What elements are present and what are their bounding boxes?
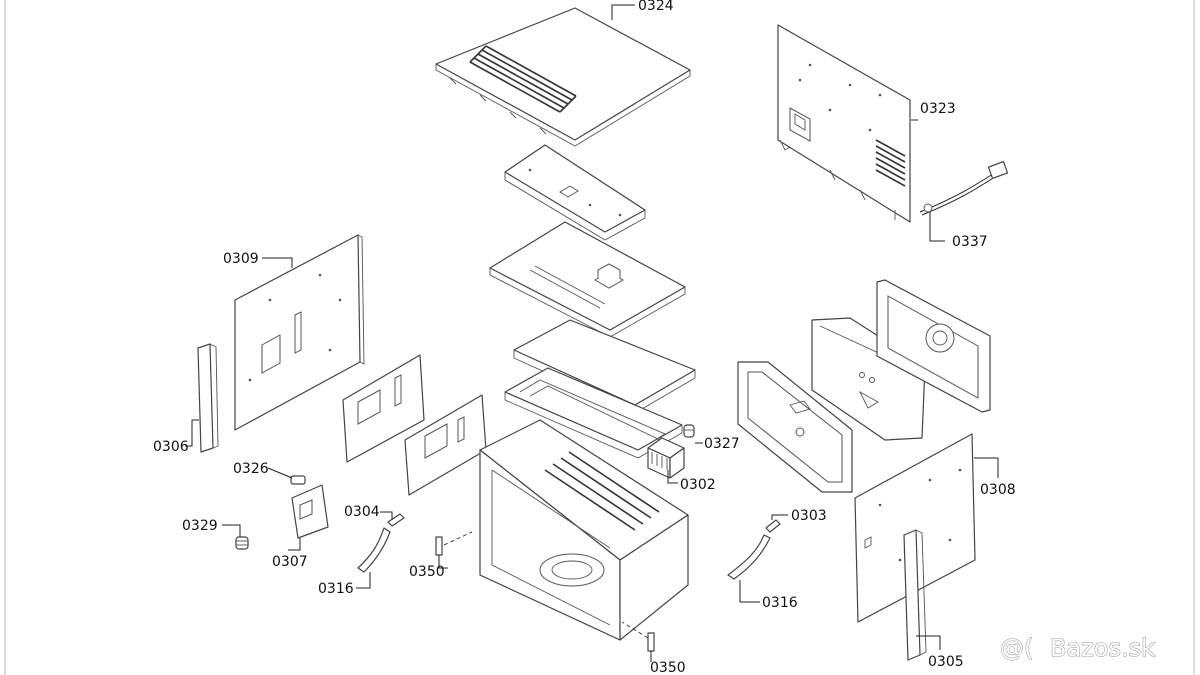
leader-0302	[667, 470, 678, 484]
label-0307: 0307	[272, 554, 308, 570]
part-0327-knob	[683, 424, 695, 438]
label-0323: 0323	[920, 101, 956, 117]
part-right-strip	[903, 529, 927, 661]
label-0316-right: 0316	[762, 595, 798, 611]
bazos-watermark: @( Bazos.sk	[999, 633, 1155, 662]
part-rear-panel	[777, 24, 911, 223]
part-0302-transformer	[647, 437, 685, 479]
part-upper-bracket	[504, 144, 646, 241]
leader-0316b	[739, 580, 760, 603]
leader-0324	[611, 4, 635, 20]
label-0329: 0329	[182, 518, 218, 534]
leader-0337	[929, 212, 945, 242]
label-0308: 0308	[980, 482, 1016, 498]
part-right-side-panel	[854, 433, 976, 623]
part-right-hinge	[727, 519, 781, 580]
label-0327: 0327	[704, 436, 740, 452]
leader-0350a-dash	[443, 531, 473, 546]
label-0324: 0324	[638, 0, 674, 14]
leader-0307	[288, 538, 301, 551]
label-0350-left: 0350	[409, 564, 445, 580]
leader-0350b-dash	[621, 621, 649, 639]
leader-0305	[916, 635, 941, 650]
label-0302: 0302	[680, 477, 716, 493]
part-0350-bottom	[647, 632, 655, 652]
label-0316-left: 0316	[318, 581, 354, 597]
leader-0303	[771, 514, 788, 520]
leader-0308	[974, 457, 999, 478]
label-0309: 0309	[223, 251, 259, 267]
part-left-strip	[197, 343, 219, 453]
label-0305: 0305	[928, 654, 964, 670]
leader-0316a	[356, 572, 371, 589]
leader-0329	[222, 524, 241, 537]
label-0350-bottom: 0350	[650, 660, 686, 675]
label-0304: 0304	[344, 504, 380, 520]
part-door-back-plate	[876, 279, 991, 413]
label-0337: 0337	[952, 234, 988, 250]
leader-0306	[185, 419, 199, 447]
part-0307-bracket	[291, 484, 329, 539]
part-left-side-panel	[234, 234, 365, 431]
part-left-hinge	[357, 513, 405, 573]
label-0306: 0306	[153, 439, 189, 455]
part-left-inner-bracket-b	[404, 394, 487, 496]
part-0326-clip	[290, 475, 306, 485]
watermark-logo: @(	[1000, 634, 1033, 662]
part-power-cord	[919, 161, 1009, 216]
leader-0304	[380, 511, 393, 520]
label-0303: 0303	[791, 508, 827, 524]
part-0350-left	[435, 536, 443, 556]
leader-0309	[262, 257, 293, 268]
label-0326: 0326	[233, 461, 269, 477]
leader-0326	[267, 467, 293, 479]
part-door-inner-frame	[737, 361, 853, 493]
watermark-text: Bazos.sk	[1050, 634, 1155, 662]
leader-0350a	[438, 555, 448, 569]
part-left-inner-bracket-a	[342, 354, 425, 463]
part-0329-spring	[235, 536, 249, 550]
part-oven-cavity	[479, 419, 689, 641]
part-top-cover	[435, 7, 691, 147]
part-middle-plate	[489, 221, 686, 338]
part-lower-rails	[504, 367, 683, 459]
